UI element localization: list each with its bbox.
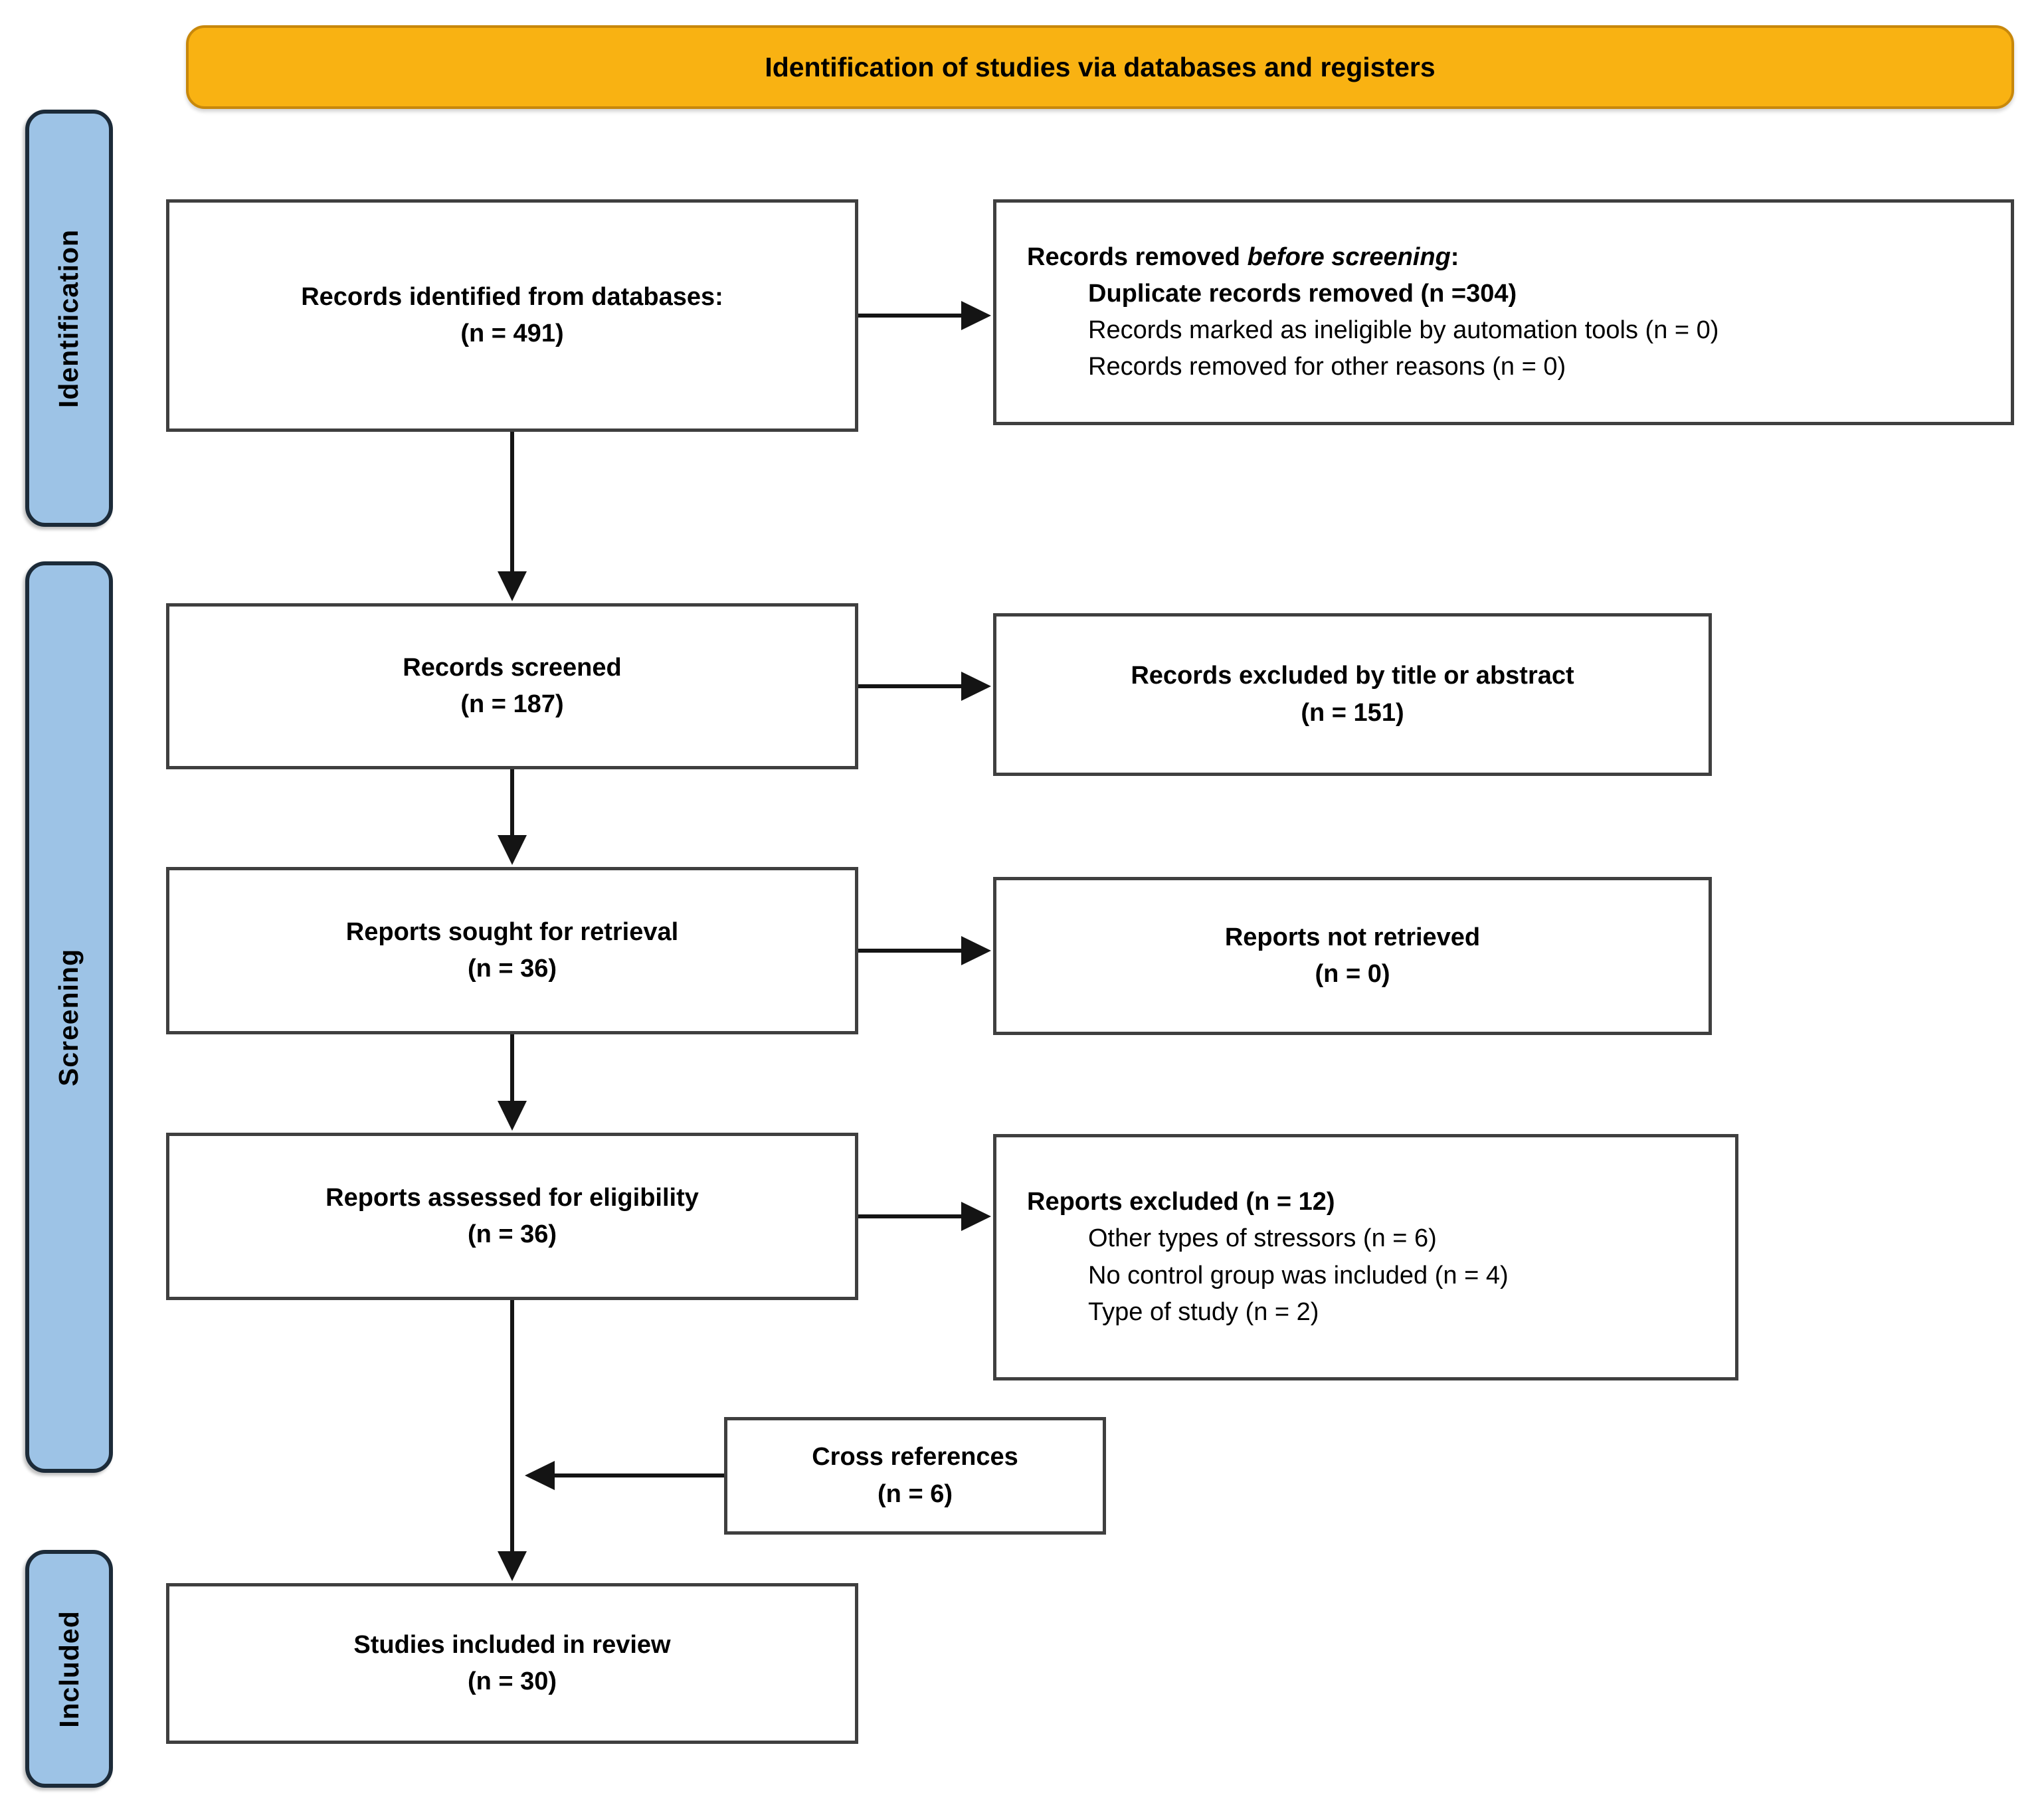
box-reports-assessed: Reports assessed for eligibility (n = 36… (166, 1133, 858, 1300)
stage-label-screening-text: Screening (53, 948, 84, 1086)
stage-label-screening: Screening (25, 561, 113, 1473)
box-reports-sought: Reports sought for retrieval (n = 36) (166, 867, 858, 1034)
box-records-screened-count: (n = 187) (460, 690, 564, 718)
box-reports-assessed-count: (n = 36) (467, 1220, 557, 1248)
box-records-removed-item-automation: Records marked as ineligible by automati… (1088, 316, 1719, 344)
box-records-excluded-count: (n = 151) (1301, 698, 1404, 727)
box-studies-included-line1: Studies included in review (353, 1630, 671, 1659)
arrow-assessed-to-excluded-head (961, 1202, 991, 1231)
box-reports-excluded-item-control: No control group was included (n = 4) (1088, 1261, 1509, 1289)
arrow-screened-to-sought-line (510, 769, 514, 836)
box-records-excluded-line1: Records excluded by title or abstract (1131, 662, 1574, 690)
box-reports-sought-count: (n = 36) (467, 955, 557, 983)
arrow-sought-to-notretrieved-line (858, 949, 963, 953)
arrow-sought-to-assessed-head (498, 1101, 527, 1131)
box-cross-references: Cross references (n = 6) (724, 1417, 1106, 1535)
arrow-assessed-to-included-line (510, 1300, 514, 1553)
arrow-crossref-head (525, 1461, 555, 1490)
box-studies-included: Studies included in review (n = 30) (166, 1583, 858, 1744)
box-records-removed-item-duplicates: Duplicate records removed (n =304) (1088, 279, 1517, 308)
arrow-sought-to-notretrieved-head (961, 936, 991, 965)
arrow-sought-to-assessed-line (510, 1034, 514, 1102)
box-records-screened: Records screened (n = 187) (166, 603, 858, 769)
arrow-screened-to-sought-head (498, 835, 527, 865)
box-cross-references-count: (n = 6) (878, 1479, 953, 1508)
box-records-removed-title-plain: Records removed (1027, 242, 1248, 271)
diagram-title-banner: Identification of studies via databases … (186, 25, 2014, 109)
box-reports-not-retrieved-count: (n = 0) (1315, 960, 1390, 988)
stage-label-included: Included (25, 1550, 113, 1788)
box-records-removed-item-other: Records removed for other reasons (n = 0… (1088, 353, 1566, 381)
box-records-removed-title-italic: before screening (1247, 242, 1451, 271)
arrow-identified-to-removed-head (961, 301, 991, 330)
diagram-title: Identification of studies via databases … (765, 51, 1436, 82)
stage-label-included-text: Included (53, 1610, 84, 1728)
box-records-excluded-title-abstract: Records excluded by title or abstract (n… (993, 613, 1712, 776)
arrow-assessed-to-included-head (498, 1551, 527, 1581)
box-reports-assessed-line1: Reports assessed for eligibility (325, 1183, 699, 1212)
box-reports-excluded-item-studytype: Type of study (n = 2) (1088, 1297, 1319, 1326)
arrow-screened-to-excluded-head (961, 672, 991, 701)
box-reports-excluded-title: Reports excluded (n = 12) (1027, 1188, 1335, 1216)
box-records-identified-line1: Records identified from databases: (301, 282, 723, 311)
box-reports-sought-line1: Reports sought for retrieval (345, 917, 679, 946)
box-records-identified-count: (n = 491) (460, 320, 564, 347)
arrow-crossref-line (555, 1473, 724, 1477)
arrow-identified-to-screened-line (510, 432, 514, 573)
box-reports-excluded-item-stressors: Other types of stressors (n = 6) (1088, 1224, 1437, 1253)
box-cross-references-line1: Cross references (812, 1443, 1018, 1472)
arrow-assessed-to-excluded-line (858, 1214, 963, 1218)
arrow-identified-to-screened-head (498, 571, 527, 601)
box-records-removed-title-colon: : (1450, 242, 1459, 271)
box-reports-excluded: Reports excluded (n = 12) Other types of… (993, 1134, 1738, 1380)
box-records-identified: Records identified from databases: (n = … (166, 199, 858, 432)
box-records-removed-title: Records removed before screening: (1027, 239, 1459, 276)
box-reports-not-retrieved: Reports not retrieved (n = 0) (993, 877, 1712, 1035)
stage-label-identification-text: Identification (53, 229, 84, 408)
box-studies-included-count: (n = 30) (467, 1667, 557, 1695)
box-records-screened-line1: Records screened (403, 653, 622, 682)
arrow-identified-to-removed-line (858, 314, 963, 318)
stage-label-identification: Identification (25, 110, 113, 527)
box-reports-not-retrieved-line1: Reports not retrieved (1224, 923, 1481, 951)
box-records-removed: Records removed before screening: Duplic… (993, 199, 2014, 425)
arrow-screened-to-excluded-line (858, 684, 963, 688)
